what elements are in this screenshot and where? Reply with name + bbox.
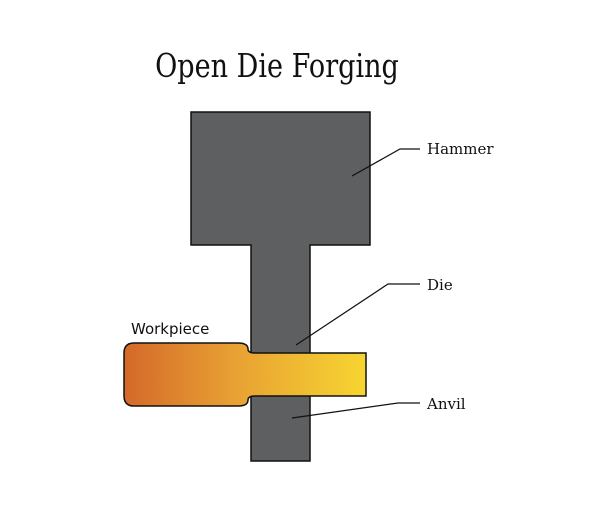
hammer-leader-line — [351, 148, 420, 177]
hammer-die-body — [190, 111, 371, 355]
die-leader-line — [295, 283, 420, 346]
workpiece — [123, 342, 367, 407]
die-label: Die — [427, 276, 453, 294]
hammer-label: Hammer — [427, 140, 494, 158]
anvil-label: Anvil — [426, 395, 466, 413]
anvil-block — [250, 394, 311, 462]
diagram-title: Open Die Forging — [155, 46, 399, 85]
workpiece-label: Workpiece — [131, 320, 209, 338]
anvil-leader-line — [291, 402, 420, 419]
